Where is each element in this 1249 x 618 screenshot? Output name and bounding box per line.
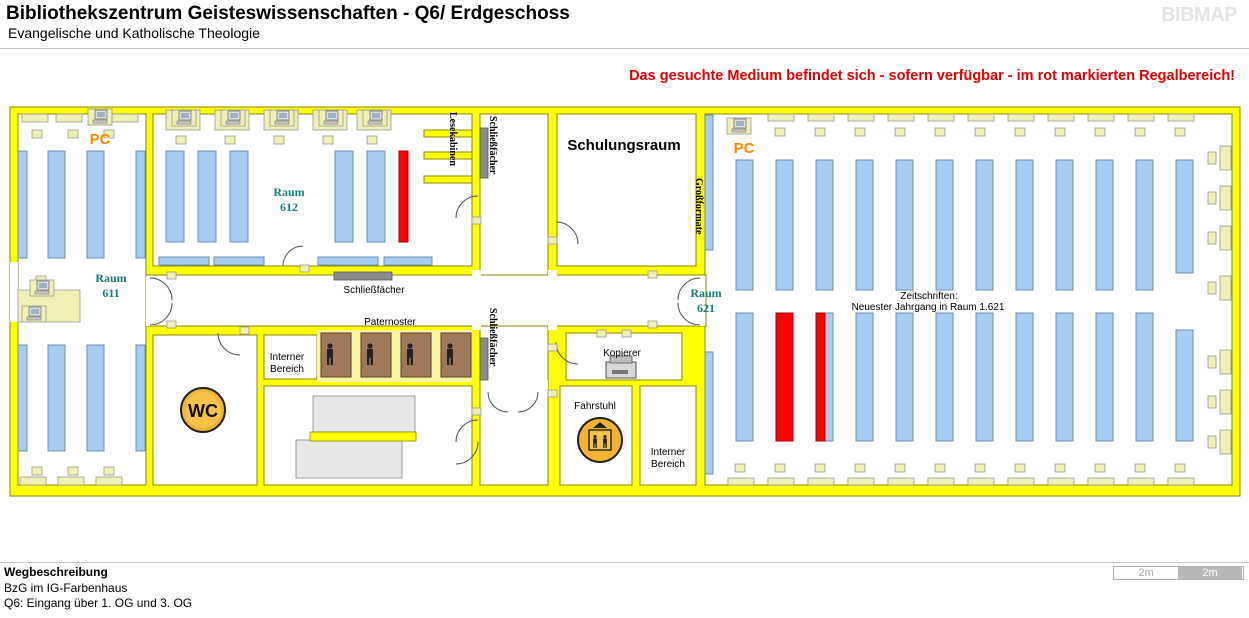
copier-label: Kopierer — [603, 348, 641, 359]
paternoster-lifts — [317, 330, 472, 382]
directions-heading: Wegbeschreibung — [4, 565, 108, 579]
internal-area-right — [639, 385, 697, 486]
computer-icon — [21, 305, 47, 323]
staircase-icon — [295, 395, 417, 479]
elevator-icon — [577, 417, 623, 463]
lockers-label-lower: Schließfächer — [343, 285, 405, 296]
elevator-label: Fahrstuhl — [574, 401, 616, 412]
page-title: Bibliothekszentrum Geisteswissenschaften… — [6, 3, 570, 24]
room-612-number: 612 — [280, 200, 298, 214]
room-621-label: Raum — [690, 286, 721, 300]
wc-icon — [180, 387, 226, 433]
locker-block — [479, 337, 489, 381]
computer-icon — [362, 109, 388, 127]
copier-icon — [605, 355, 637, 379]
highlighted-shelf — [775, 312, 826, 442]
page-subtitle: Evangelische und Katholische Theologie — [8, 25, 260, 41]
computer-icon — [29, 279, 55, 297]
schulungsraum-label: Schulungsraum — [567, 137, 680, 154]
internal-area-right-label-2: Bereich — [651, 459, 685, 470]
computer-icon — [220, 109, 246, 127]
internal-area-left-label-1: Interner — [270, 352, 305, 363]
locker-block — [479, 127, 489, 179]
directions-line-1: BzG im IG-Farbenhaus — [4, 581, 128, 595]
scale-segment-1: 2m — [1114, 567, 1178, 579]
locker-block — [333, 271, 393, 281]
header-divider — [0, 48, 1249, 49]
scale-segment-2: 2m — [1178, 567, 1242, 579]
pc-label-right: PC — [734, 140, 755, 157]
footer-divider — [0, 562, 1249, 563]
highlighted-shelf — [398, 150, 409, 243]
computer-icon — [87, 108, 113, 126]
bibmap-logo: BIBMAP — [1161, 4, 1237, 26]
red-shelf-notice: Das gesuchte Medium befindet sich - sofe… — [629, 68, 1235, 84]
lockers-label-top: Schließfächer — [487, 116, 498, 175]
paternoster-label: Paternoster — [364, 317, 416, 328]
pc-label-left: PC — [90, 131, 111, 148]
wc-label: WC — [188, 401, 218, 421]
internal-area-right-label-1: Interner — [651, 447, 686, 458]
room-611-number: 611 — [102, 286, 119, 300]
room-612-label: Raum — [273, 185, 304, 199]
periodicals-label-2: Neuester Jahrgang in Raum 1.621 — [852, 302, 1005, 313]
room-611-label: Raum — [95, 271, 126, 285]
grossformate-label: Großformate — [693, 178, 704, 235]
computer-icon — [269, 109, 295, 127]
computer-icon — [726, 117, 752, 135]
periodicals-label-1: Zeitschriften: — [900, 291, 957, 302]
computer-icon — [318, 109, 344, 127]
central-corridor — [145, 274, 707, 327]
scale-bar: 2m 2m — [1113, 566, 1244, 580]
schulungsraum-room — [556, 113, 697, 267]
internal-area-left-label-2: Bereich — [270, 364, 304, 375]
computer-icon — [171, 109, 197, 127]
room-621-number: 621 — [697, 301, 715, 315]
lesekabinen-label: Lesekabinen — [447, 112, 458, 166]
lockers-label-middle: Schließfächer — [487, 308, 498, 367]
directions-line-2: Q6: Eingang über 1. OG und 3. OG — [4, 596, 193, 610]
